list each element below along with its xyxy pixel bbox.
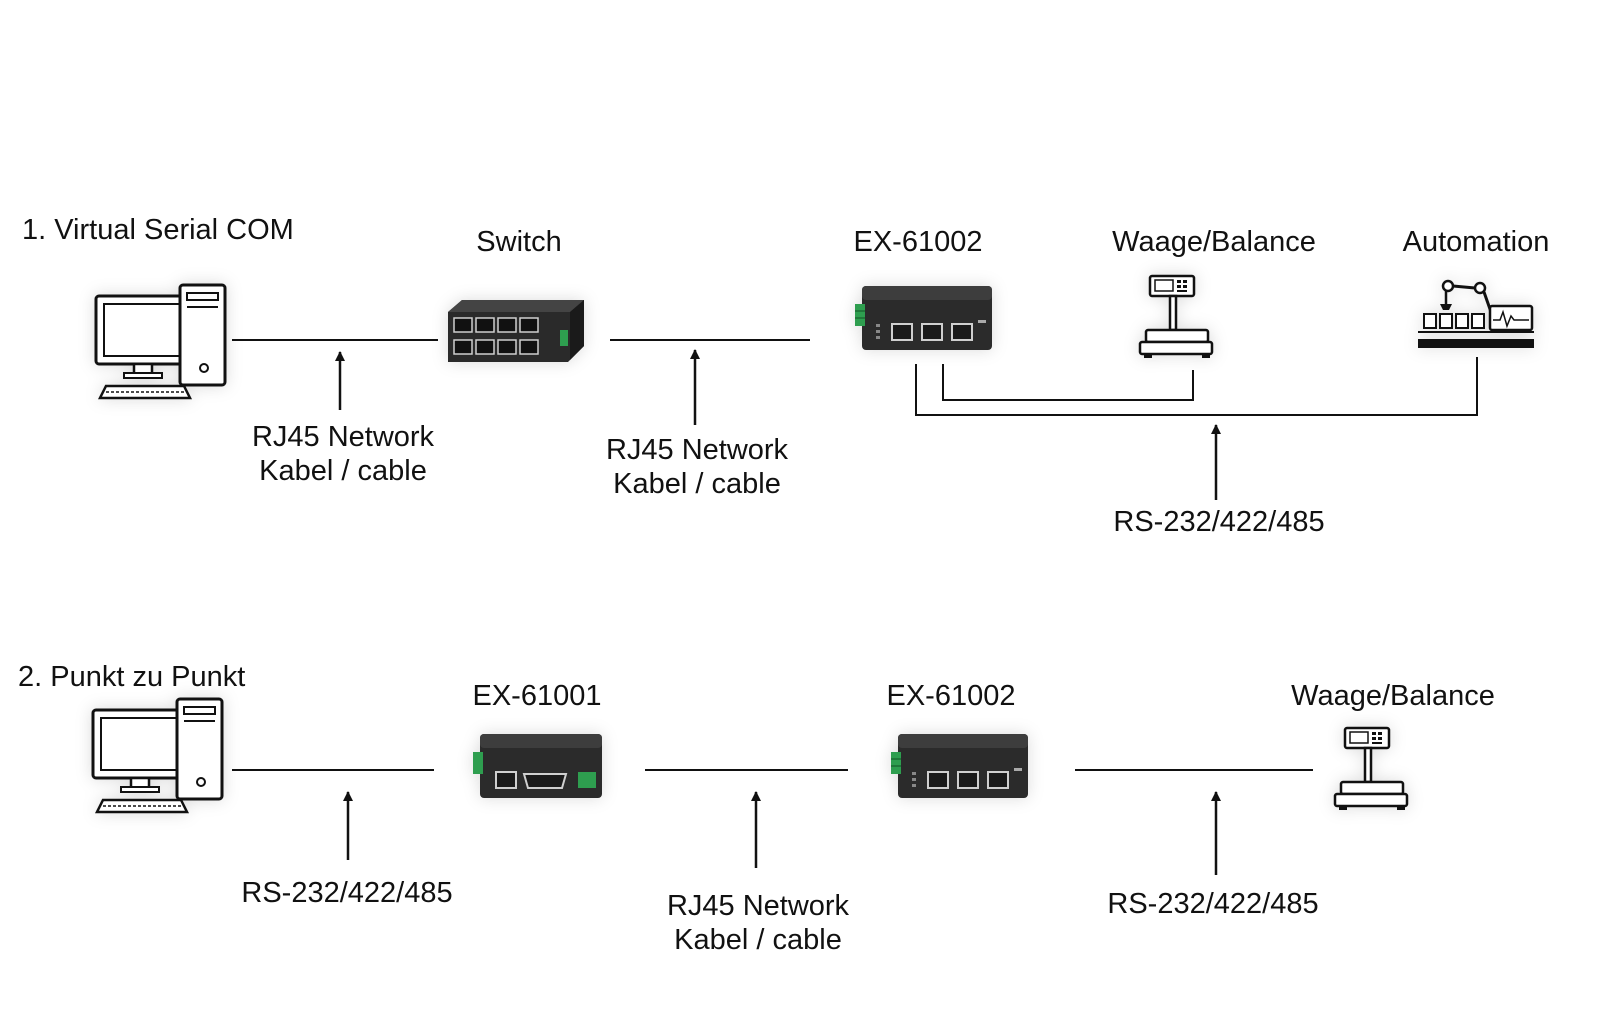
scale-icon (1333, 726, 1409, 812)
serial-server-icon (890, 733, 1029, 799)
device-label: EX-61002 (886, 680, 1016, 712)
cable-label: RJ45 Network Kabel / cable (667, 889, 849, 957)
switch-label: Switch (476, 226, 562, 258)
serial-label: RS-232/422/485 (1107, 888, 1319, 920)
scale-label: Waage/Balance (1291, 680, 1495, 712)
serial-server-icon (473, 734, 602, 798)
cable-label-line1: RJ45 Network (605, 434, 789, 466)
scale-label: Waage/Balance (1112, 226, 1316, 258)
robot-arm-icon (1418, 279, 1534, 348)
cable-label: RJ45 Network Kabel / cable (252, 420, 434, 488)
section-virtual-serial-com (94, 274, 1534, 500)
computer-icon (94, 283, 227, 400)
device-label: EX-61001 (472, 680, 602, 712)
cable-label: RJ45 Network Kabel / cable (606, 433, 788, 501)
device-label: EX-61002 (853, 226, 983, 258)
serial-label: RS-232/422/485 (241, 877, 453, 909)
network-switch-icon (448, 300, 584, 362)
automation-label: Automation (1402, 226, 1550, 258)
cable-label-line1: RJ45 Network (251, 421, 435, 453)
cable-label-line2: Kabel / cable (259, 455, 427, 487)
cable-label-line2: Kabel / cable (674, 924, 842, 956)
computer-icon (91, 697, 224, 814)
scale-icon (1138, 274, 1214, 360)
section-title: 2. Punkt zu Punkt (18, 661, 246, 693)
section-title: 1. Virtual Serial COM (22, 214, 294, 246)
cable-label-line2: Kabel / cable (613, 468, 781, 500)
serial-server-icon (854, 285, 993, 351)
serial-label: RS-232/422/485 (1113, 506, 1325, 538)
cable-label-line1: RJ45 Network (666, 890, 850, 922)
section-punkt-zu-punkt (91, 697, 1409, 875)
rs232-bus (915, 357, 1478, 416)
